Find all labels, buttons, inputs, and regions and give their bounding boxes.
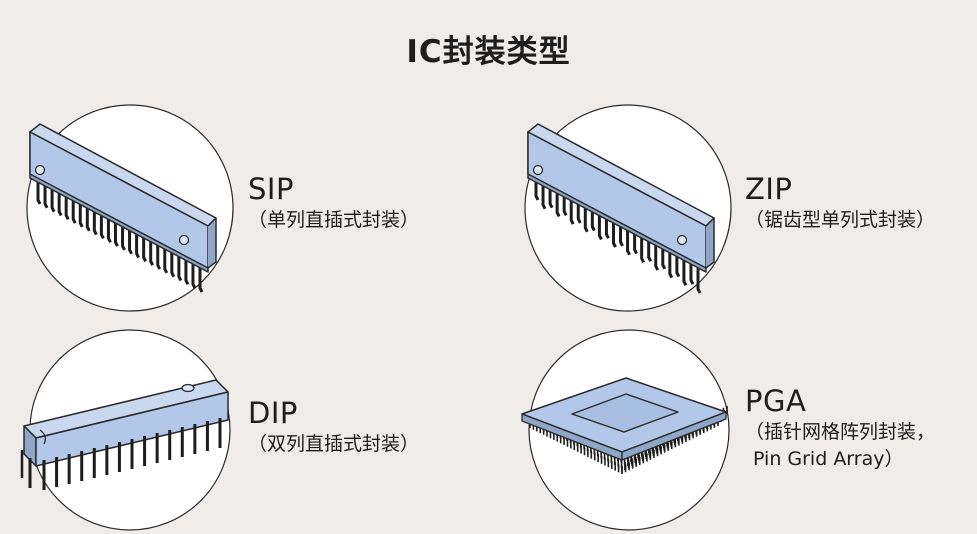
pin (50, 183, 56, 213)
sip-package: SIP （单列直插式封装） (0, 0, 480, 312)
orientation-notch (39, 429, 46, 445)
sip-desc: （单列直插式封装） (248, 208, 420, 231)
pin (541, 179, 547, 210)
sip-label: SIP （单列直插式封装） (248, 172, 419, 232)
mounting-hole (178, 234, 190, 246)
pin (184, 256, 190, 286)
pin (562, 191, 568, 216)
pin (626, 225, 631, 256)
pga-label: PGA （插针网格阵列封装， Pin Grid Array） (745, 384, 935, 470)
pin (163, 244, 169, 274)
dip-name: DIP (248, 396, 298, 430)
pin (597, 210, 603, 241)
pin (696, 264, 702, 294)
die-area (571, 393, 679, 433)
mounting-hole (676, 234, 688, 246)
pin (668, 248, 674, 279)
pin (633, 229, 638, 255)
pin (57, 187, 63, 217)
dip-label: DIP （双列直插式封装） (248, 396, 419, 456)
pga-desc: （插针网格阵列封装， (745, 420, 936, 443)
pin (128, 225, 133, 255)
pin (590, 206, 596, 232)
pin (675, 252, 681, 278)
pin (689, 260, 695, 285)
zip-name: ZIP (745, 172, 793, 206)
pin (99, 210, 105, 240)
pin (611, 218, 617, 248)
dip-chip-icon (20, 329, 231, 531)
orientation-dot (181, 383, 195, 393)
pin (583, 202, 589, 233)
pin (569, 195, 575, 225)
pin (682, 256, 688, 287)
pin (92, 206, 98, 236)
pin (170, 248, 176, 278)
pin (36, 176, 42, 205)
pin (661, 244, 667, 270)
pin (654, 241, 660, 271)
page-title: IC封装类型 (406, 34, 571, 70)
chip-end (207, 217, 217, 269)
pin (135, 229, 140, 259)
pin (576, 198, 582, 224)
pin (156, 241, 162, 270)
dip-desc: （双列直插式封装） (248, 432, 420, 455)
pin (604, 214, 610, 239)
pin (647, 237, 653, 262)
pin (191, 260, 197, 289)
zip-chip-icon (524, 104, 732, 312)
pin (106, 214, 112, 243)
mounting-hole (34, 164, 46, 176)
zip-label: ZIP （锯齿型单列式封装） (745, 172, 935, 232)
pin (149, 237, 155, 266)
pin (198, 264, 204, 293)
pin (640, 233, 645, 264)
dip-package: DIP （双列直插式封装） (0, 0, 480, 534)
sip-chip-icon (26, 104, 234, 312)
zip-package: ZIP （锯齿型单列式封装） (524, 104, 935, 312)
pin (85, 202, 91, 232)
chip-body (35, 391, 229, 467)
pin (619, 221, 624, 247)
pin (113, 218, 119, 247)
zip-desc: （锯齿型单列式封装） (745, 208, 936, 231)
pin (71, 195, 77, 224)
pin (121, 221, 126, 251)
pga-name: PGA (745, 384, 807, 418)
pin (177, 252, 183, 282)
pin (64, 191, 70, 220)
chip-end (705, 217, 715, 269)
mounting-hole (532, 164, 544, 176)
pin (78, 198, 84, 228)
pin (555, 187, 561, 218)
sip-name: SIP (248, 172, 294, 206)
pin (43, 179, 49, 209)
pga-desc2: Pin Grid Array） (753, 447, 904, 470)
pin (142, 233, 147, 263)
chip-side (621, 411, 727, 461)
